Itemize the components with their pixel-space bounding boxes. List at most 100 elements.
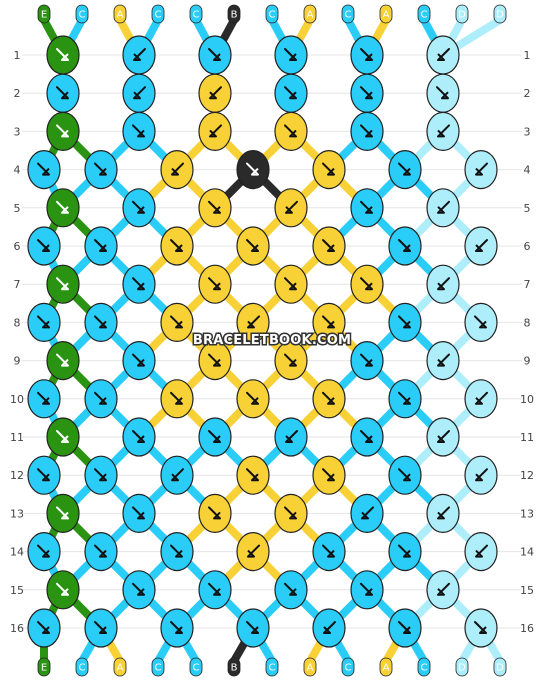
knot [46,570,80,610]
knot [312,302,346,342]
knot [236,226,270,266]
knot-arrow-icon [398,621,411,634]
bottom-string-label-text: A [117,663,124,674]
top-string-label-text: D [496,10,504,21]
knot-arrow-icon [56,353,69,367]
knot-arrow-icon [37,239,50,252]
knot-arrow-head-icon [209,129,217,138]
knot-arrow-head-icon [175,626,183,634]
row-number-right: 2 [524,87,531,100]
knot [274,341,308,381]
knot-arrow-head-icon [365,588,373,596]
knot-arrow-icon [475,239,488,252]
row-number-left: 2 [14,87,21,100]
bottom-string-label: C [417,657,431,677]
knot-arrow-icon [322,468,335,482]
knot [84,379,118,419]
row-number-left: 14 [10,546,24,559]
knot-arrow-icon [208,277,221,291]
knot-arrow-head-icon [175,320,183,329]
bottom-string-label-text: E [41,663,47,674]
knot [350,341,384,381]
knot-arrow-icon [246,162,259,176]
bottom-string-label-pill [493,657,507,677]
knot-arrow-icon [284,48,297,61]
knot-arrow-icon [94,391,107,405]
top-string-label-pill [151,4,165,24]
knot [160,608,194,648]
knot-arrow-head-icon [365,129,373,138]
knot-arrow-head-icon [137,206,145,214]
knot-arrow-head-icon [42,473,50,482]
knot-arrow-icon [132,582,145,596]
bottom-string-label: A [379,657,393,677]
top-string-label-pill [265,4,279,24]
top-string-label-pill [189,4,203,24]
knot-arrow-icon [94,468,107,482]
knot-arrow-head-icon [175,549,183,558]
knot-arrow-icon [247,315,260,329]
row-number-left: 4 [14,164,21,177]
knot-arrow-head-icon [137,282,145,291]
knot [160,531,194,572]
knot-arrow-head-icon [61,53,69,61]
row-number-left: 16 [10,622,24,635]
knot-arrow-head-icon [61,206,69,214]
top-string-label: D [493,4,507,24]
knot-arrow-icon [285,200,298,214]
knot-arrow-icon [132,430,145,443]
top-string-label: C [189,4,203,24]
knot-arrow-icon [171,162,184,176]
top-string-label-pill [37,4,51,24]
knot [198,264,232,304]
row-number-left: 9 [14,355,21,368]
knot-arrow-icon [208,48,221,61]
top-string-label-pill [379,4,393,24]
knot [350,570,384,610]
knot-arrow-head-icon [323,626,331,634]
knot [464,455,498,495]
row-number-left: 6 [14,240,21,253]
knot [46,417,80,457]
knot-arrow-head-icon [99,397,107,405]
knot [46,493,80,534]
knot [312,531,346,572]
knot [27,302,61,342]
knot-arrow-head-icon [175,244,183,252]
row-number-left: 3 [14,125,21,138]
knot-arrow-icon [437,48,450,61]
knot-arrow-icon [398,391,411,405]
bottom-string-label-pill [113,657,127,677]
knot-arrow-icon [322,239,335,252]
knot-arrow-icon [437,506,450,520]
top-string-label: C [341,4,355,24]
knot [122,73,156,113]
knot [198,493,232,534]
bottom-string-label-pill [227,657,241,677]
knot-arrow-head-icon [137,511,145,520]
knot-arrow-head-icon [61,91,69,100]
knot-arrow-head-icon [251,167,259,176]
row-number-left: 12 [10,469,24,482]
knot [46,264,80,304]
knot-arrow-head-icon [285,206,293,214]
knot [122,111,156,151]
bottom-string-label-pill [341,657,355,677]
bottom-string-label-pill [417,657,431,677]
knot-arrow-icon [360,353,373,367]
knot [122,188,156,228]
knot-arrow-head-icon [437,129,445,138]
knot-arrow-icon [360,277,373,291]
knot-arrow-icon [247,544,260,558]
knot-arrow-head-icon [327,167,335,176]
knot-arrow-head-icon [437,282,445,291]
bottom-string-label: C [189,657,203,677]
knot [388,302,422,342]
row-number-left: 1 [14,49,21,62]
knot [464,608,498,648]
top-string-label: A [303,4,317,24]
knot [84,531,118,572]
knot-arrow-head-icon [403,167,411,176]
knot-arrow-head-icon [61,435,69,443]
knot [350,73,384,113]
